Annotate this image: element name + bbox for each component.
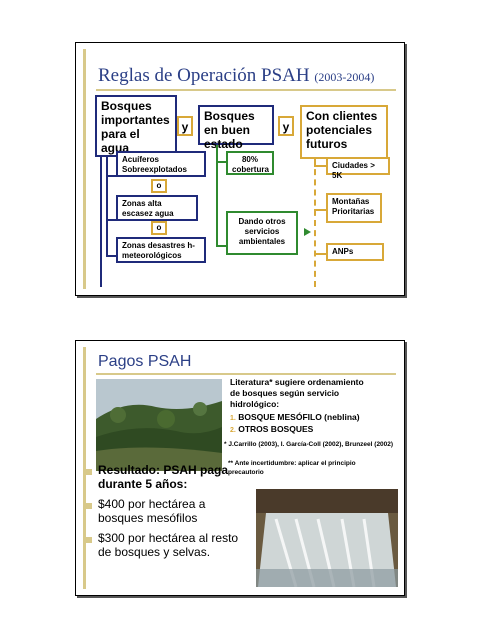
bullet-300: $300 por hectárea al resto de bosques y …	[98, 531, 239, 559]
precautorio-note: ** Ante incertidumbre: aplicar el princi…	[228, 460, 356, 476]
tree-tick-3	[106, 255, 116, 257]
gold-dash-tick-2	[314, 209, 326, 211]
slide-accent-bar	[83, 49, 86, 289]
waterfall-photo	[256, 489, 398, 587]
slide-title: Reglas de Operación PSAH (2003-2004)	[98, 65, 374, 87]
literatura-block: Literatura* sugiere ordenamiento de bosq…	[230, 377, 364, 434]
bullet-resultado: Resultado: PSAH paga durante 5 años:	[98, 463, 229, 491]
bullet-icon	[86, 469, 92, 475]
tree-tick-2	[106, 219, 116, 221]
box-zonas-escasez: Zonas alta escasez agua	[116, 195, 198, 221]
box-cobertura: 80% cobertura	[226, 151, 274, 175]
references: * J.Carrillo (2003), I. García-Coll (200…	[224, 441, 394, 448]
conj-y-2: y	[278, 116, 294, 136]
green-line-bottom	[216, 245, 226, 247]
gold-dash-tick-1	[314, 165, 326, 167]
green-line-top	[216, 161, 226, 163]
slide-pagos: Pagos PSAH Literatura* sugiere ordenamie…	[75, 340, 405, 596]
conj-o-2: o	[151, 221, 167, 235]
bullet-icon	[86, 537, 92, 543]
conj-y-1: y	[177, 116, 193, 136]
box-montanas: Montañas Prioritarias	[326, 193, 382, 223]
tree-line-branch	[106, 133, 108, 257]
list-item: 1. BOSQUE MESÓFILO (neblina)	[230, 412, 360, 422]
tree-tick-1	[106, 175, 116, 177]
green-line-vertical	[216, 145, 218, 247]
slide-title: Pagos PSAH	[98, 353, 192, 370]
title-years: (2003-2004)	[314, 70, 375, 84]
box-clientes: Con clientes potenciales futuros	[300, 105, 388, 159]
gold-dashed-line	[314, 159, 316, 287]
title-divider	[96, 373, 396, 375]
box-dando-servicios: Dando otros servicios ambientales	[226, 211, 298, 255]
conj-o-1: o	[151, 179, 167, 193]
bullet-icon	[86, 503, 92, 509]
list-item: 2. OTROS BOSQUES	[230, 424, 314, 434]
box-bosques-estado: Bosques en buen estado	[198, 105, 274, 151]
bullet-400: $400 por hectárea a bosques mesófilos	[98, 497, 206, 525]
box-zonas-desastres: Zonas desastres h-meteorológicos	[116, 237, 206, 263]
box-anps: ANPs	[326, 243, 384, 261]
box-ciudades: Ciudades > 5K	[326, 157, 390, 180]
title-text: Reglas de Operación PSAH	[98, 65, 310, 86]
title-divider	[96, 89, 396, 91]
forest-photo	[96, 379, 222, 471]
tree-line-left	[100, 105, 102, 287]
box-acuiferos: Acuíferos Sobreexplotados	[116, 151, 206, 177]
gold-dash-tick-3	[314, 253, 326, 255]
slide-reglas: Reglas de Operación PSAH (2003-2004) Bos…	[75, 42, 405, 296]
box-bosques-agua: Bosques importantes para el agua	[95, 95, 177, 157]
slide-accent-bar	[83, 347, 86, 589]
green-arrow-icon	[304, 228, 311, 236]
